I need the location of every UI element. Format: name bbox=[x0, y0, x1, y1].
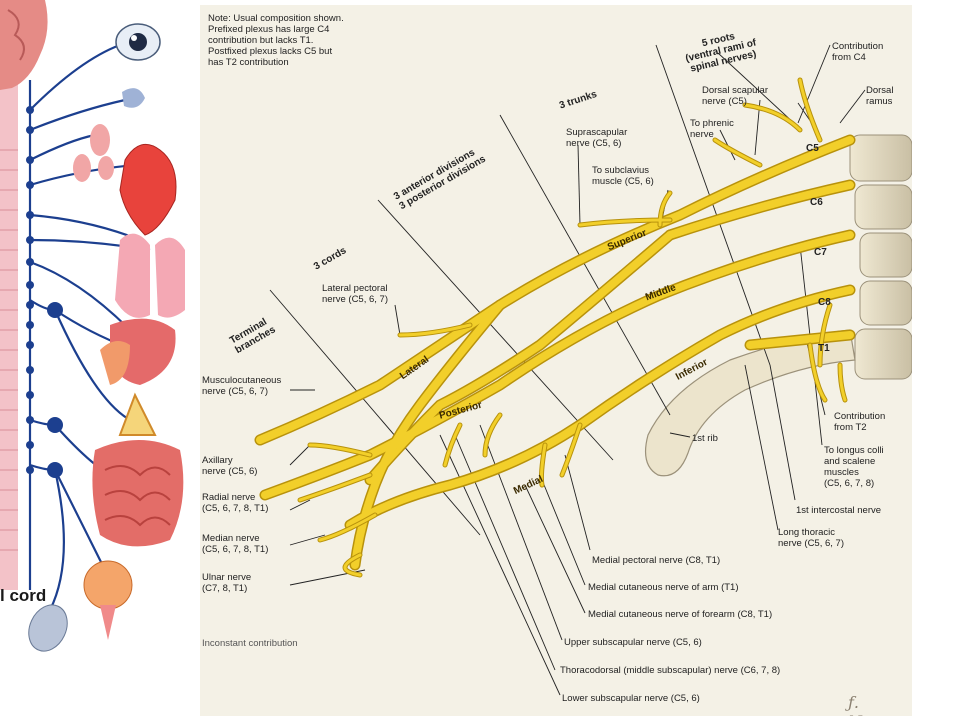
heart-icon bbox=[119, 143, 177, 236]
label-median: Median nerve (C5, 6, 7, 8, T1) bbox=[202, 533, 269, 555]
label-phrenic: To phrenic nerve bbox=[690, 118, 734, 140]
label-medial-cutaneous-forearm: Medial cutaneous nerve of forearm (C8, T… bbox=[588, 609, 773, 620]
gonad-icon bbox=[28, 604, 68, 652]
plexus-illustration bbox=[254, 44, 912, 696]
label-first-rib: 1st rib bbox=[692, 433, 718, 444]
overlay-vertical-text bbox=[62, 250, 122, 410]
pancreas-icon bbox=[118, 392, 157, 436]
label-lateral-pectoral: Lateral pectoral nerve (C5, 6, 7) bbox=[322, 283, 388, 305]
plexus-note: Note: Usual composition shown. Prefixed … bbox=[208, 13, 344, 68]
lung-left bbox=[115, 233, 150, 318]
artist-signature: ƒ. Netter bbox=[848, 693, 901, 716]
label-long-thoracic: Long thoracic nerve (C5, 6, 7) bbox=[778, 527, 844, 549]
root-t1: T1 bbox=[818, 343, 830, 354]
label-ulnar: Ulnar nerve (C7, 8, T1) bbox=[202, 572, 252, 594]
label-contribution-c4: Contribution from C4 bbox=[832, 41, 884, 63]
autonomic-figure-panel: l cord bbox=[0, 0, 200, 720]
cord-label: l cord bbox=[0, 586, 47, 605]
ganglia bbox=[26, 106, 63, 478]
autonomic-illustration bbox=[0, 0, 185, 652]
label-suprascapular: Suprascapular nerve (C5, 6) bbox=[566, 127, 628, 149]
brachial-plexus-plate: Note: Usual composition shown. Prefixed … bbox=[200, 5, 912, 716]
label-thoracodorsal: Thoracodorsal (middle subscapular) nerve… bbox=[560, 665, 781, 676]
first-rib-bone bbox=[645, 329, 856, 477]
label-contribution-t2: Contribution from T2 bbox=[834, 411, 886, 433]
label-axillary: Axillary nerve (C5, 6) bbox=[202, 455, 258, 477]
label-subclavius: To subclavius muscle (C5, 6) bbox=[592, 165, 654, 187]
label-first-intercostal: 1st intercostal nerve bbox=[796, 505, 882, 516]
label-inconstant: Inconstant contribution bbox=[202, 638, 298, 649]
label-medial-cutaneous-arm: Medial cutaneous nerve of arm (T1) bbox=[588, 582, 739, 593]
spinal-column bbox=[0, 0, 18, 590]
intestines-icon bbox=[92, 440, 184, 547]
label-dorsal-ramus: Dorsal ramus bbox=[866, 85, 894, 107]
salivary-gland bbox=[122, 88, 145, 108]
root-c5: C5 bbox=[806, 143, 819, 154]
label-upper-subscapular: Upper subscapular nerve (C5, 6) bbox=[564, 637, 702, 648]
label-lower-subscapular: Lower subscapular nerve (C5, 6) bbox=[562, 693, 700, 704]
lung-right bbox=[155, 237, 185, 318]
root-c7: C7 bbox=[814, 247, 827, 258]
bladder-icon bbox=[83, 560, 133, 610]
vertebral-column bbox=[849, 134, 912, 380]
root-c8: C8 bbox=[818, 297, 831, 308]
label-dorsal-scapular: Dorsal scapular nerve (C5) bbox=[702, 85, 768, 107]
label-medial-pectoral: Medial pectoral nerve (C8, T1) bbox=[592, 555, 721, 566]
label-longus-colli: To longus colli and scalene muscles (C5,… bbox=[824, 445, 884, 489]
gland-icon bbox=[90, 124, 110, 156]
nerve-bundle bbox=[254, 77, 856, 578]
label-radial: Radial nerve (C5, 6, 7, 8, T1) bbox=[202, 492, 269, 514]
root-c6: C6 bbox=[810, 197, 823, 208]
label-musculocutaneous: Musculocutaneous nerve (C5, 6, 7) bbox=[202, 375, 282, 397]
